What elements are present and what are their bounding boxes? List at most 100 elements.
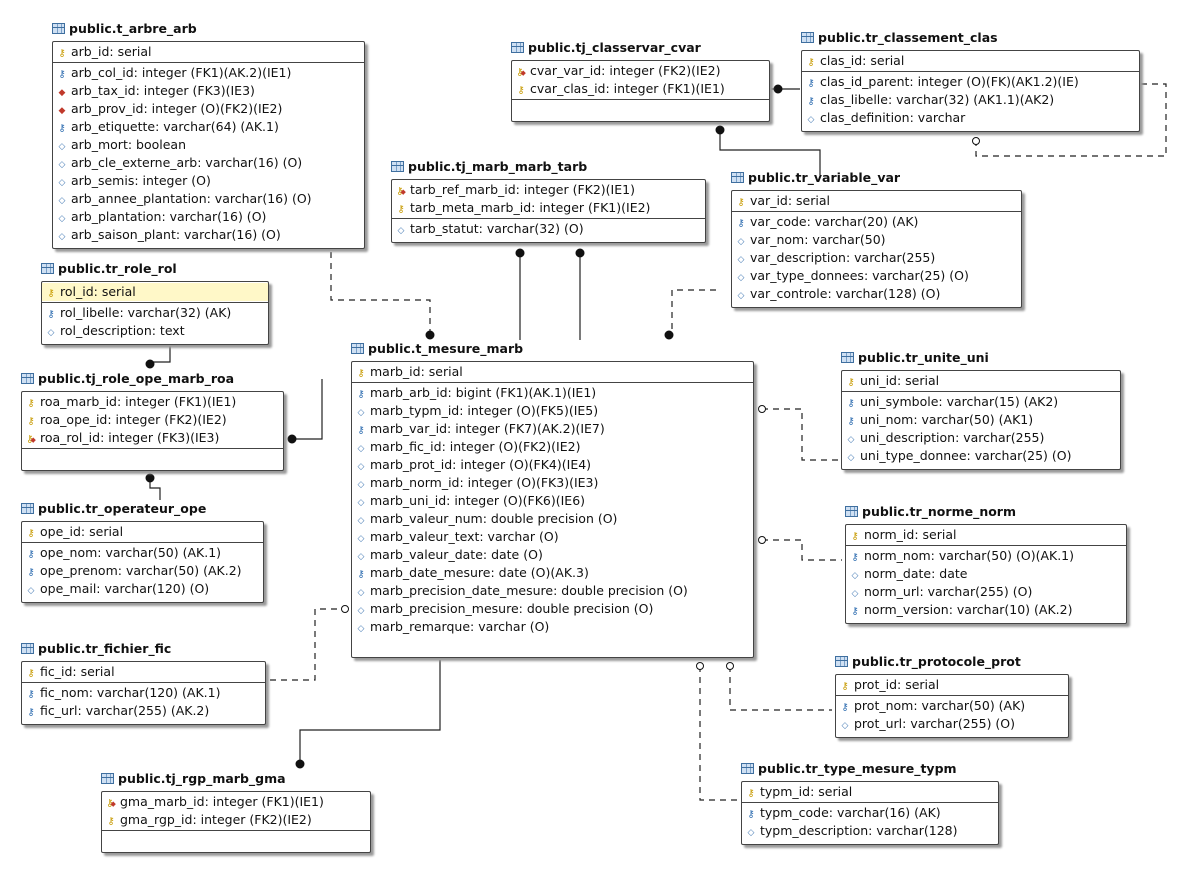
attribute-row[interactable]: ⚷roa_marb_id: integer (FK1)(IE1) (22, 393, 283, 411)
entity-tr-protocole-prot[interactable]: public.tr_protocole_prot ⚷prot_id: serial… (835, 654, 1069, 738)
attribute-row[interactable]: ◇rol_description: text (42, 322, 268, 340)
attribute-row[interactable]: ⚷arb_etiquette: varchar(64) (AK.1) (53, 118, 364, 136)
entity-title[interactable]: public.tj_rgp_marb_gma (101, 770, 286, 788)
attribute-row[interactable]: ⚷roa_rol_id: integer (FK3)(IE3) (22, 429, 283, 447)
attribute-row[interactable]: ◇ope_mail: varchar(120) (O) (22, 580, 263, 598)
attribute-row[interactable]: ◆arb_prov_id: integer (O)(FK2)(IE2) (53, 100, 364, 118)
attribute-row[interactable]: ◇arb_annee_plantation: varchar(16) (O) (53, 190, 364, 208)
entity-t-arbre-arb[interactable]: public.t_arbre_arb ⚷arb_id: serial ⚷arb_co… (52, 21, 365, 249)
attribute-row[interactable]: ⚷roa_ope_id: integer (FK2)(IE2) (22, 411, 283, 429)
attribute-row[interactable]: ⚷fic_id: serial (22, 663, 265, 681)
attribute-row[interactable]: ◇marb_valeur_date: date (O) (352, 546, 753, 564)
attribute-row[interactable]: ◇arb_cle_externe_arb: varchar(16) (O) (53, 154, 364, 172)
attribute-row[interactable]: ⚷uni_symbole: varchar(15) (AK2) (842, 393, 1120, 411)
attribute-row[interactable]: ⚷tarb_ref_marb_id: integer (FK2)(IE1) (392, 181, 705, 199)
attribute-row[interactable]: ⚷norm_id: serial (846, 526, 1126, 544)
attribute-row[interactable]: ◇marb_typm_id: integer (O)(FK5)(IE5) (352, 402, 753, 420)
attribute-row[interactable]: ◇typm_description: varchar(128) (742, 822, 998, 840)
attribute-row[interactable]: ⚷var_id: serial (732, 192, 1021, 210)
attribute-row[interactable]: ⚷typm_id: serial (742, 783, 998, 801)
attribute-row[interactable]: ◇clas_definition: varchar (802, 109, 1139, 127)
attribute-row[interactable]: ◇marb_remarque: varchar (O) (352, 618, 753, 636)
entity-title[interactable]: public.tr_norme_norm (845, 503, 1016, 521)
attribute-row[interactable]: ◇var_nom: varchar(50) (732, 231, 1021, 249)
attribute-row[interactable]: ⚷norm_version: varchar(10) (AK.2) (846, 601, 1126, 619)
attribute-row[interactable]: ⚷ope_nom: varchar(50) (AK.1) (22, 544, 263, 562)
attribute-row[interactable]: ◇marb_valeur_text: varchar (O) (352, 528, 753, 546)
entity-tr-unite-uni[interactable]: public.tr_unite_uni ⚷uni_id: serial ⚷uni_s… (841, 350, 1121, 470)
attribute-row[interactable]: ⚷clas_id: serial (802, 52, 1139, 70)
attribute-row[interactable]: ⚷prot_id: serial (836, 676, 1068, 694)
entity-title[interactable]: public.tr_protocole_prot (835, 653, 1021, 671)
attribute-row[interactable]: ⚷cvar_var_id: integer (FK2)(IE2) (512, 62, 769, 80)
entity-tj-marb-marb-tarb[interactable]: public.tj_marb_marb_tarb ⚷tarb_ref_marb_i… (391, 159, 706, 243)
attribute-row[interactable]: ◇marb_precision_mesure: double precision… (352, 600, 753, 618)
attribute-row[interactable]: ⚷marb_id: serial (352, 363, 753, 381)
entity-tj-rgp-marb-gma[interactable]: public.tj_rgp_marb_gma ⚷gma_marb_id: inte… (101, 771, 371, 853)
attribute-row[interactable]: ◇marb_valeur_num: double precision (O) (352, 510, 753, 528)
attribute-row[interactable]: ⚷typm_code: varchar(16) (AK) (742, 804, 998, 822)
attribute-row[interactable]: ⚷cvar_clas_id: integer (FK1)(IE1) (512, 80, 769, 98)
attribute-row[interactable]: ⚷arb_col_id: integer (FK1)(AK.2)(IE1) (53, 64, 364, 82)
entity-title[interactable]: public.tr_variable_var (731, 169, 900, 187)
entity-tr-type-mesure-typm[interactable]: public.tr_type_mesure_typm ⚷typm_id: seri… (741, 761, 999, 845)
attribute-row[interactable]: ◇marb_fic_id: integer (O)(FK2)(IE2) (352, 438, 753, 456)
entity-tr-fichier-fic[interactable]: public.tr_fichier_fic ⚷fic_id: serial ⚷fic… (21, 641, 266, 725)
attribute-row[interactable]: ⚷tarb_meta_marb_id: integer (FK1)(IE2) (392, 199, 705, 217)
attribute-row[interactable]: ⚷marb_date_mesure: date (O)(AK.3) (352, 564, 753, 582)
entity-title[interactable]: public.tr_operateur_ope (21, 500, 206, 518)
attribute-row[interactable]: ◇var_type_donnees: varchar(25) (O) (732, 267, 1021, 285)
entity-t-mesure-marb[interactable]: public.t_mesure_marb⚷marb_id: serial⚷mar… (351, 341, 754, 658)
attribute-row[interactable]: ◇arb_semis: integer (O) (53, 172, 364, 190)
entity-title[interactable]: public.t_arbre_arb (52, 20, 197, 38)
attribute-row[interactable]: ◇norm_url: varchar(255) (O) (846, 583, 1126, 601)
attribute-row[interactable]: ◇arb_plantation: varchar(16) (O) (53, 208, 364, 226)
entity-tr-role-rol[interactable]: public.tr_role_rol ⚷rol_id: serial ⚷rol_li… (41, 261, 269, 345)
attribute-row[interactable]: ◇marb_precision_date_mesure: double prec… (352, 582, 753, 600)
attribute-row[interactable]: ⚷marb_var_id: integer (FK7)(AK.2)(IE7) (352, 420, 753, 438)
attribute-row[interactable]: ⚷clas_id_parent: integer (O)(FK)(AK1.2)(… (802, 73, 1139, 91)
attribute-row[interactable]: ◇marb_norm_id: integer (O)(FK3)(IE3) (352, 474, 753, 492)
entity-tr-classement-clas[interactable]: public.tr_classement_clas ⚷clas_id: seria… (801, 30, 1140, 132)
entity-title[interactable]: public.tr_role_rol (41, 260, 177, 278)
attribute-row[interactable]: ⚷ope_id: serial (22, 523, 263, 541)
attribute-row[interactable]: ◇arb_saison_plant: varchar(16) (O) (53, 226, 364, 244)
entity-title[interactable]: public.tj_role_ope_marb_roa (21, 370, 234, 388)
attribute-row[interactable]: ◇marb_uni_id: integer (O)(FK6)(IE6) (352, 492, 753, 510)
attribute-row[interactable]: ⚷prot_nom: varchar(50) (AK) (836, 697, 1068, 715)
attribute-row[interactable]: ⚷rol_id: serial (42, 283, 268, 301)
entity-tr-operateur-ope[interactable]: public.tr_operateur_ope ⚷ope_id: serial ⚷o… (21, 501, 264, 603)
entity-title[interactable]: public.tr_classement_clas (801, 29, 998, 47)
attribute-row[interactable]: ⚷fic_nom: varchar(120) (AK.1) (22, 684, 265, 702)
attribute-row[interactable]: ◇prot_url: varchar(255) (O) (836, 715, 1068, 733)
attribute-row[interactable]: ◇uni_description: varchar(255) (842, 429, 1120, 447)
entity-title[interactable]: public.tr_type_mesure_typm (741, 760, 957, 778)
entity-title[interactable]: public.tr_unite_uni (841, 349, 989, 367)
entity-tr-variable-var[interactable]: public.tr_variable_var ⚷var_id: serial ⚷va… (731, 170, 1022, 308)
entity-tj-role-ope-marb-roa[interactable]: public.tj_role_ope_marb_roa ⚷roa_marb_id:… (21, 371, 284, 471)
entity-title[interactable]: public.tj_classervar_cvar (511, 39, 701, 57)
attribute-row[interactable]: ⚷ope_prenom: varchar(50) (AK.2) (22, 562, 263, 580)
attribute-row[interactable]: ◇var_description: varchar(255) (732, 249, 1021, 267)
attribute-row[interactable]: ⚷rol_libelle: varchar(32) (AK) (42, 304, 268, 322)
attribute-row[interactable]: ⚷var_code: varchar(20) (AK) (732, 213, 1021, 231)
attribute-row[interactable]: ◇arb_mort: boolean (53, 136, 364, 154)
attribute-row[interactable]: ◇uni_type_donnee: varchar(25) (O) (842, 447, 1120, 465)
entity-title[interactable]: public.tr_fichier_fic (21, 640, 171, 658)
attribute-row[interactable]: ⚷fic_url: varchar(255) (AK.2) (22, 702, 265, 720)
attribute-row[interactable]: ◇tarb_statut: varchar(32) (O) (392, 220, 705, 238)
attribute-row[interactable]: ⚷norm_nom: varchar(50) (O)(AK.1) (846, 547, 1126, 565)
attribute-row[interactable]: ◇marb_prot_id: integer (O)(FK4)(IE4) (352, 456, 753, 474)
entity-tr-norme-norm[interactable]: public.tr_norme_norm ⚷norm_id: serial ⚷nor… (845, 504, 1127, 624)
attribute-row[interactable]: ◆arb_tax_id: integer (FK3)(IE3) (53, 82, 364, 100)
entity-title[interactable]: public.tj_marb_marb_tarb (391, 158, 587, 176)
attribute-row[interactable]: ⚷clas_libelle: varchar(32) (AK1.1)(AK2) (802, 91, 1139, 109)
attribute-row[interactable]: ⚷marb_arb_id: bigint (FK1)(AK.1)(IE1) (352, 384, 753, 402)
attribute-row[interactable]: ⚷gma_rgp_id: integer (FK2)(IE2) (102, 811, 370, 829)
attribute-row[interactable]: ⚷gma_marb_id: integer (FK1)(IE1) (102, 793, 370, 811)
entity-tj-classervar-cvar[interactable]: public.tj_classervar_cvar ⚷cvar_var_id: i… (511, 40, 770, 122)
attribute-row[interactable]: ⚷uni_id: serial (842, 372, 1120, 390)
attribute-row[interactable]: ⚷arb_id: serial (53, 43, 364, 61)
attribute-row[interactable]: ◇var_controle: varchar(128) (O) (732, 285, 1021, 303)
attribute-row[interactable]: ◇norm_date: date (846, 565, 1126, 583)
